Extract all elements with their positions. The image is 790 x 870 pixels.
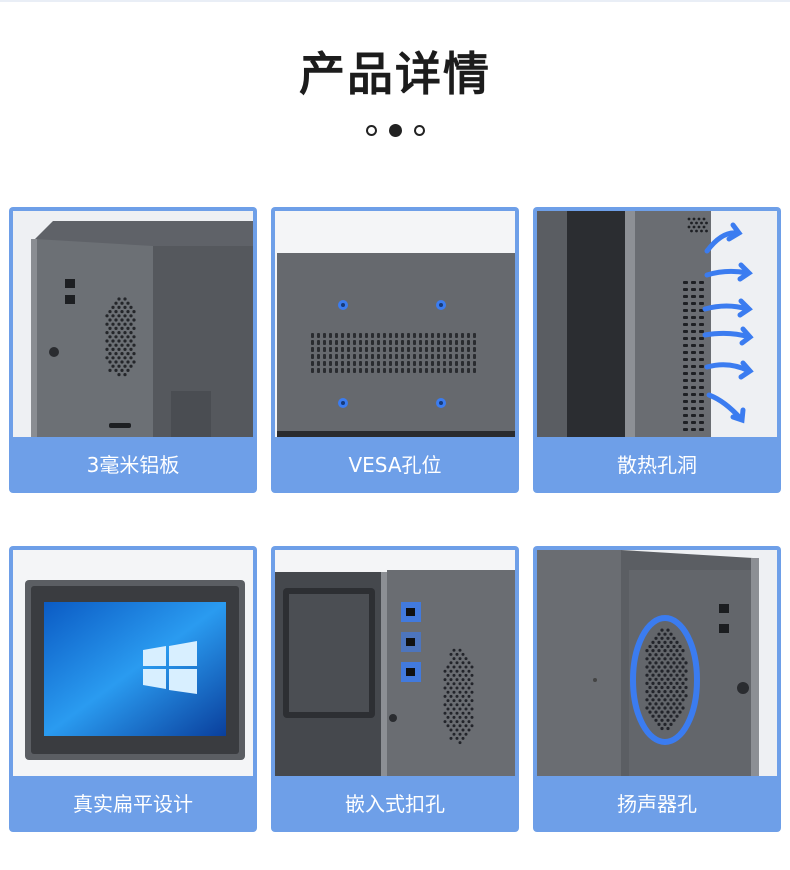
feature-label: 散热孔洞 [617, 453, 697, 477]
page-title: 产品详情 [299, 47, 491, 101]
pager-dot-active[interactable] [388, 124, 402, 137]
carousel-pager [0, 124, 790, 137]
feature-card-ventilation: 散热孔洞 [533, 207, 781, 493]
ventilation-photo [537, 211, 777, 437]
aluminum-panel-photo [13, 211, 253, 437]
feature-card-flat: 真实扁平设计 [9, 546, 257, 832]
flat-screen-photo [13, 550, 253, 776]
speaker-hole-photo [537, 550, 777, 776]
vesa-mount-photo [275, 211, 515, 437]
feature-card-vesa: VESA孔位 [271, 207, 519, 493]
feature-card-clip: 嵌入式扣孔 [271, 546, 519, 832]
feature-card-speaker: 扬声器孔 [533, 546, 781, 832]
feature-label: 3毫米铝板 [86, 453, 180, 477]
feature-label: VESA孔位 [348, 453, 442, 477]
pager-dot[interactable] [365, 125, 377, 136]
feature-label: 嵌入式扣孔 [345, 792, 445, 816]
embedded-clip-photo [275, 550, 515, 776]
pager-dot[interactable] [413, 125, 425, 136]
feature-label: 真实扁平设计 [73, 792, 193, 816]
feature-card-aluminum: 3毫米铝板 [9, 207, 257, 493]
top-divider [0, 0, 790, 2]
feature-label: 扬声器孔 [617, 792, 697, 816]
